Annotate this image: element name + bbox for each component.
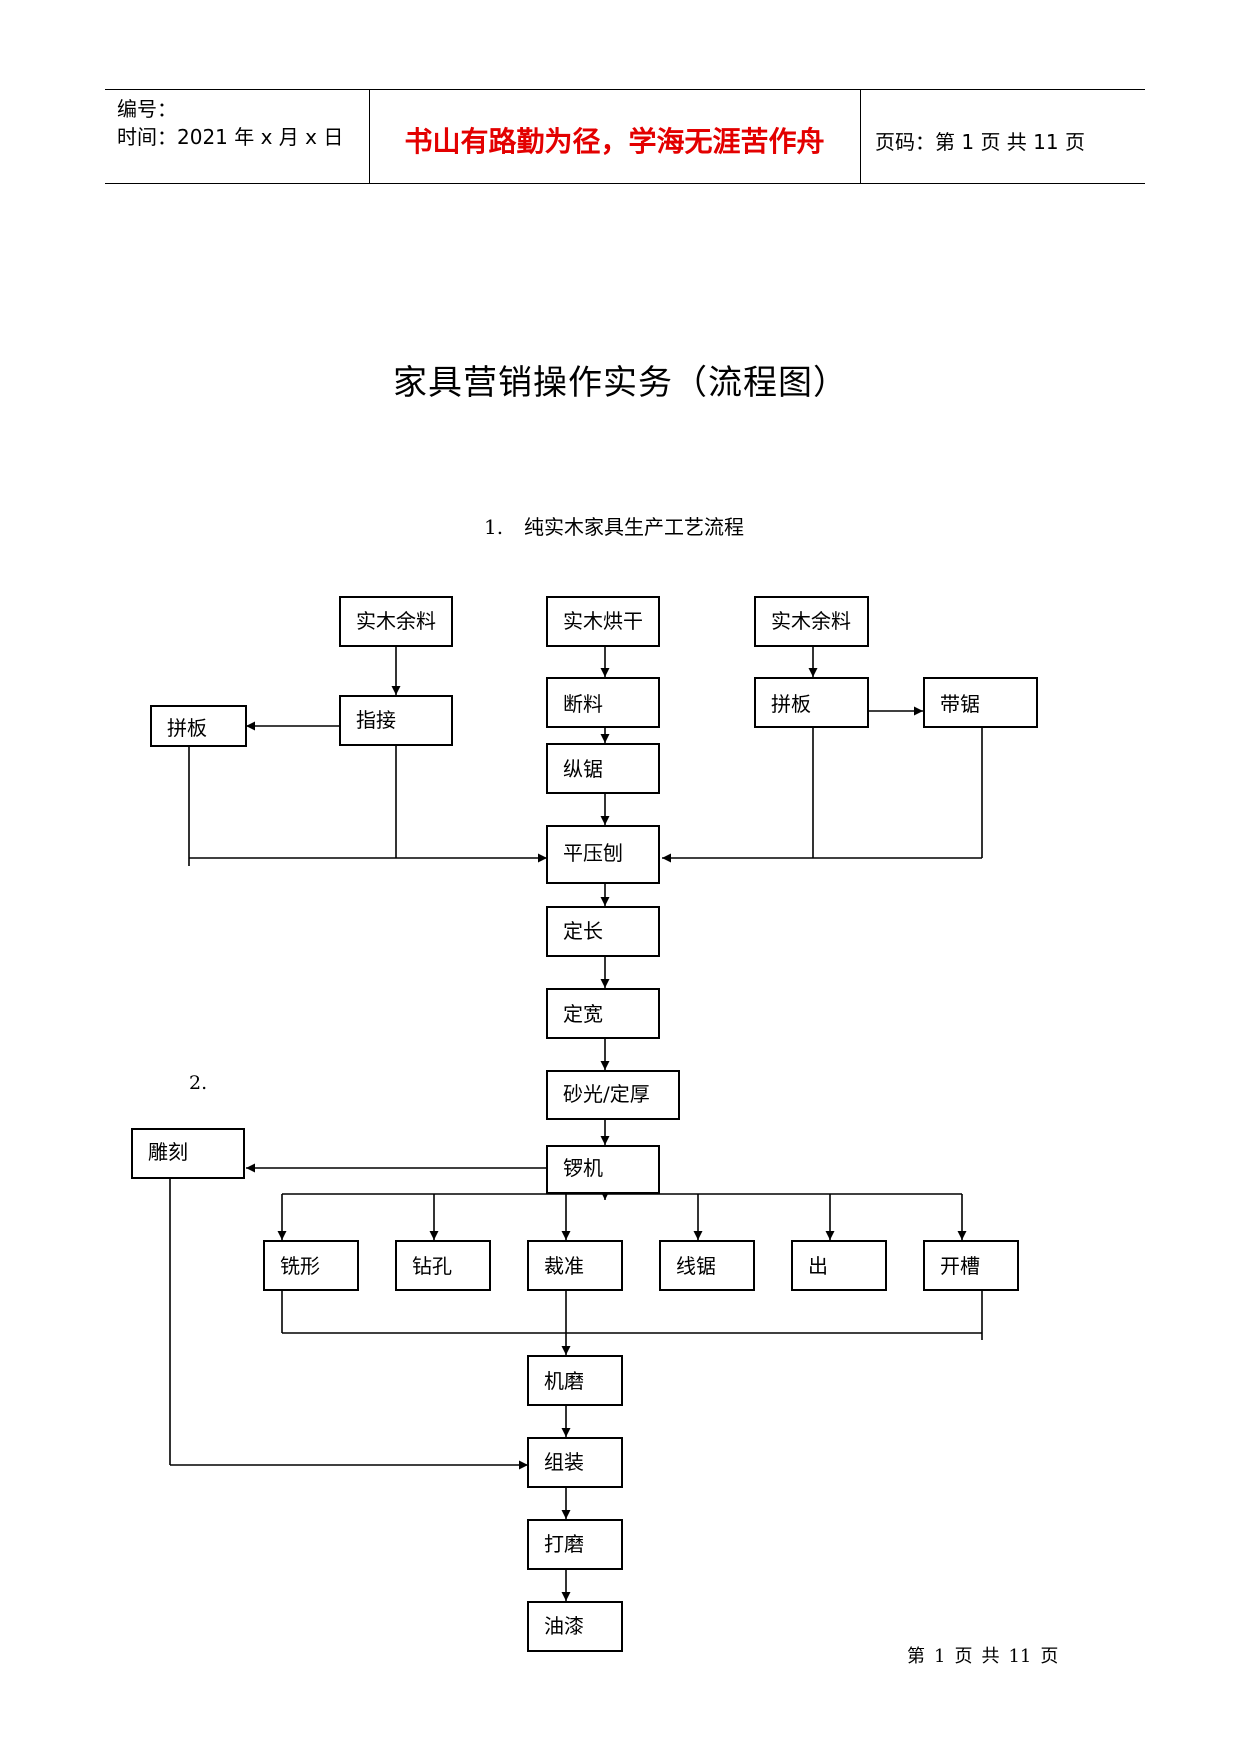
document-number-label: 编号： bbox=[117, 97, 177, 121]
node-label: 裁准 bbox=[544, 1254, 584, 1278]
header-motto: 书山有路勤为径，学海无涯苦作舟 bbox=[404, 125, 825, 158]
footer-ye: 页 bbox=[954, 1646, 973, 1667]
node-panel-join-right: 拼板 bbox=[754, 677, 869, 728]
node-label: 指接 bbox=[356, 708, 396, 732]
footer-page-number: 1 bbox=[934, 1646, 946, 1667]
header-page-label: 页码：第 1 页 共 11 页 bbox=[875, 130, 1085, 154]
header-divider-left bbox=[369, 89, 370, 184]
node-label: 平压刨 bbox=[563, 841, 623, 865]
node-label: 带锯 bbox=[940, 692, 980, 716]
header-divider-right bbox=[860, 89, 861, 184]
header-top-rule bbox=[105, 89, 1145, 90]
node-label: 铣形 bbox=[280, 1254, 320, 1278]
node-cut-material: 断料 bbox=[546, 677, 660, 728]
node-rip-saw: 纵锯 bbox=[546, 743, 660, 794]
node-machine-grind: 机磨 bbox=[527, 1355, 623, 1406]
node-label: 组装 bbox=[544, 1450, 584, 1474]
node-label: 开槽 bbox=[940, 1254, 980, 1278]
node-label: 定宽 bbox=[563, 1002, 603, 1026]
node-label: 线锯 bbox=[676, 1254, 716, 1278]
node-label: 打磨 bbox=[544, 1532, 584, 1556]
node-label: 纵锯 bbox=[563, 757, 603, 781]
section-2-number: 2. bbox=[189, 1072, 208, 1094]
node-scroll-saw: 线锯 bbox=[659, 1240, 755, 1291]
footer-page-total: 11 bbox=[1008, 1646, 1032, 1667]
node-sanding-thickness: 砂光/定厚 bbox=[546, 1070, 680, 1120]
node-router-machine: 锣机 bbox=[546, 1145, 660, 1194]
page-title: 家具营销操作实务（流程图） bbox=[393, 363, 848, 403]
document-time-label: 时间：2021 年 x 月 x 日 bbox=[117, 125, 344, 149]
node-fix-length: 定长 bbox=[546, 906, 660, 957]
section-1-label: 纯实木家具生产工艺流程 bbox=[524, 515, 744, 539]
section-1-heading: 1. 纯实木家具生产工艺流程 bbox=[484, 511, 744, 540]
node-wood-drying: 实木烘干 bbox=[546, 596, 660, 647]
node-label: 实木余料 bbox=[771, 609, 851, 633]
node-label: 钻孔 bbox=[412, 1254, 452, 1278]
node-trim-cut: 裁准 bbox=[527, 1240, 623, 1291]
node-label: 锣机 bbox=[563, 1156, 603, 1180]
node-mill-shape: 铣形 bbox=[263, 1240, 359, 1291]
node-band-saw: 带锯 bbox=[923, 677, 1038, 728]
node-assembly: 组装 bbox=[527, 1437, 623, 1488]
node-drilling: 钻孔 bbox=[395, 1240, 491, 1291]
node-label: 砂光/定厚 bbox=[563, 1082, 650, 1106]
node-painting: 油漆 bbox=[527, 1601, 623, 1652]
node-finger-joint: 指接 bbox=[339, 695, 453, 746]
footer-di: 第 bbox=[907, 1646, 925, 1667]
node-label: 实木余料 bbox=[356, 609, 436, 633]
node-fix-width: 定宽 bbox=[546, 988, 660, 1039]
node-grooving: 开槽 bbox=[923, 1240, 1019, 1291]
node-planer: 平压刨 bbox=[546, 825, 660, 884]
node-label: 定长 bbox=[563, 919, 603, 943]
footer-ye-2: 页 bbox=[1040, 1646, 1059, 1667]
node-carving: 雕刻 bbox=[131, 1128, 245, 1179]
node-wood-scrap-left: 实木余料 bbox=[339, 596, 453, 647]
node-label: 实木烘干 bbox=[563, 609, 643, 633]
node-label: 拼板 bbox=[167, 716, 207, 740]
node-label: 油漆 bbox=[544, 1614, 584, 1638]
node-label: 机磨 bbox=[544, 1369, 584, 1393]
node-out: 出 bbox=[791, 1240, 887, 1291]
node-label: 断料 bbox=[563, 692, 603, 716]
section-1-number: 1. bbox=[484, 515, 504, 539]
node-label: 雕刻 bbox=[148, 1140, 188, 1164]
footer-gong: 共 bbox=[981, 1646, 1000, 1667]
node-wood-scrap-right: 实木余料 bbox=[754, 596, 869, 647]
node-label: 出 bbox=[808, 1254, 828, 1278]
node-polishing: 打磨 bbox=[527, 1519, 623, 1570]
header-bottom-rule bbox=[105, 183, 1145, 184]
node-panel-join-left: 拼板 bbox=[150, 705, 247, 747]
node-label: 拼板 bbox=[771, 692, 811, 716]
